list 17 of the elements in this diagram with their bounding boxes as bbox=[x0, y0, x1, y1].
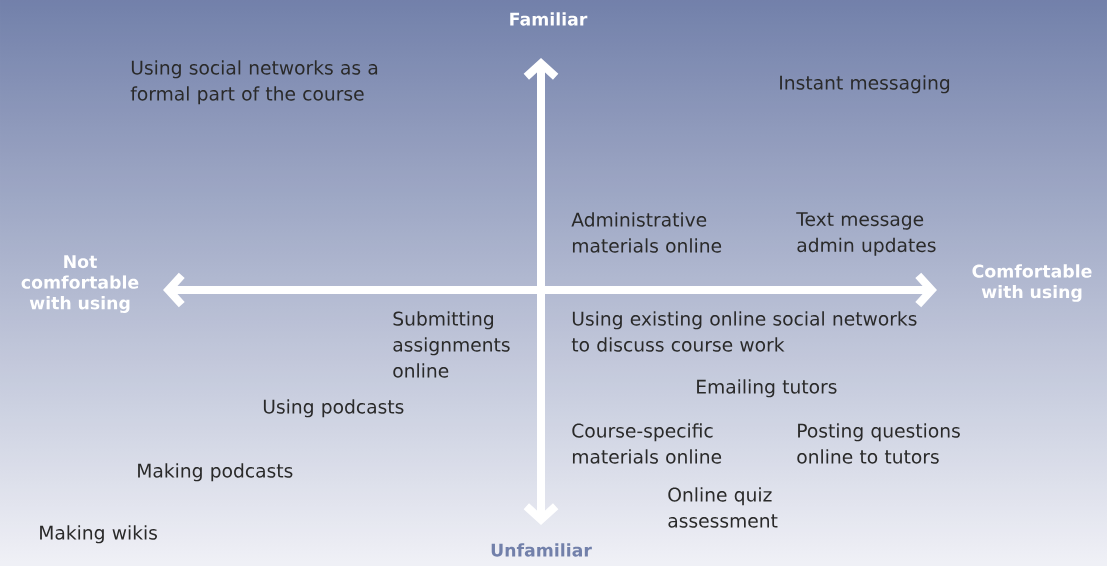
axis-label: Not comfortable with using bbox=[21, 255, 139, 313]
item-label: Online quiz assessment bbox=[668, 487, 778, 528]
item-label: Making wikis bbox=[40, 525, 157, 544]
item-label: Using existing online social networks to discuss course work bbox=[571, 311, 917, 352]
item-label: Course-specific materials online bbox=[572, 423, 722, 464]
item-label: Using podcasts bbox=[263, 399, 404, 418]
item-label: Making podcasts bbox=[138, 463, 293, 482]
item-label: Administrative materials online bbox=[571, 212, 722, 253]
item-label: Posting questions online to tutors bbox=[797, 423, 960, 464]
item-label: Text message admin updates bbox=[796, 212, 936, 256]
axis-label: Familiar bbox=[510, 12, 588, 26]
item-label: Submitting assignments online bbox=[393, 311, 510, 378]
item-label: Instant messaging bbox=[780, 75, 950, 94]
axis-label: Unfamiliar bbox=[491, 543, 592, 557]
item-label: Emailing tutors bbox=[697, 379, 837, 398]
axis-label: Comfortable with using bbox=[972, 264, 1092, 302]
item-label: Using social networks as a formal part of the course bbox=[130, 60, 378, 105]
